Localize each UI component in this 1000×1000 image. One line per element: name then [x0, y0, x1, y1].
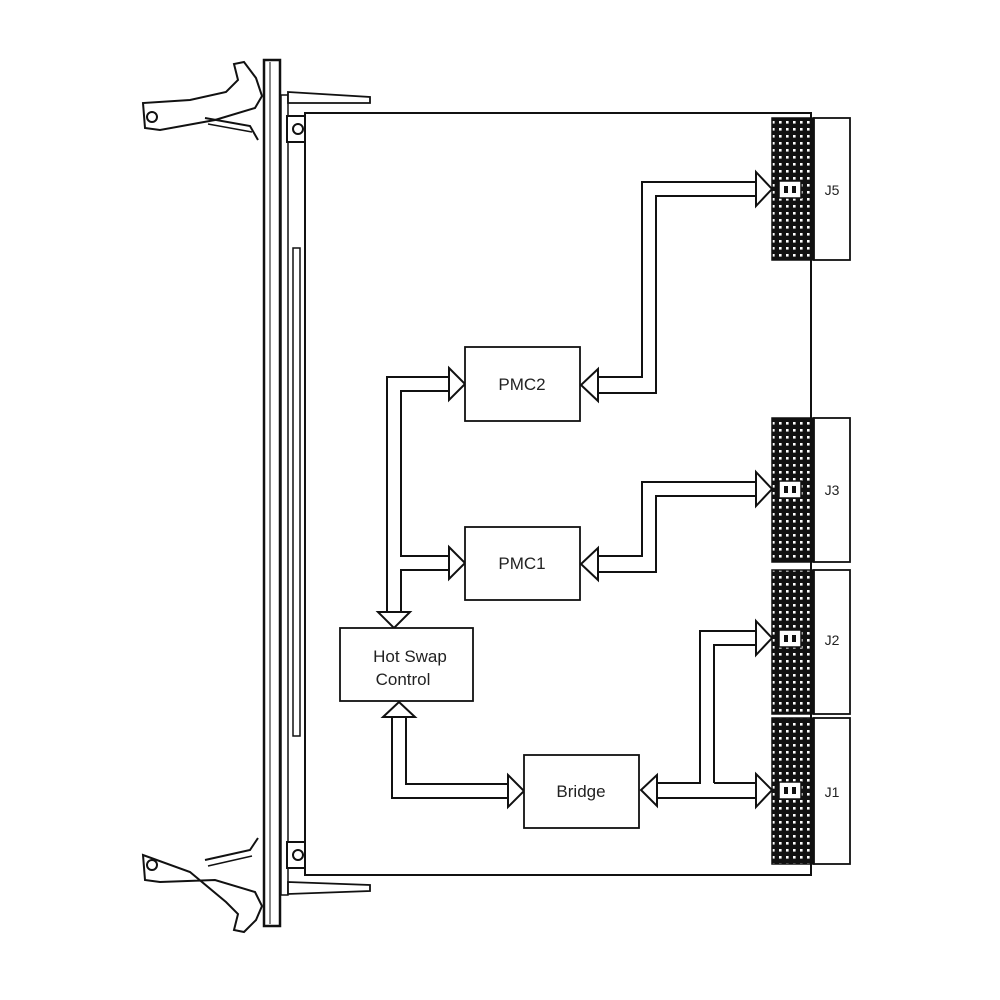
bus-arrows [375, 169, 774, 810]
bus-hotswap-bridge [380, 700, 526, 810]
hot-swap-label-line1: Hot Swap [373, 647, 447, 666]
j1-label: J1 [825, 784, 840, 800]
arrowhead-j5 [755, 169, 774, 209]
arrowhead-pmc2-left [448, 365, 467, 403]
pmc2-block[interactable]: PMC2 [464, 346, 581, 422]
arrowhead-bridge-right [639, 772, 658, 809]
connector-j3[interactable]: J3 [771, 417, 851, 563]
bridge-block[interactable]: Bridge [523, 754, 640, 829]
arrowhead-j1 [755, 771, 774, 810]
pcb-board [304, 112, 812, 876]
connector-j2[interactable]: J2 [771, 569, 851, 715]
top-ejector-handle[interactable] [141, 60, 371, 143]
j3-label: J3 [825, 482, 840, 498]
pmc1-block[interactable]: PMC1 [464, 526, 581, 601]
arrowhead-j2 [755, 618, 774, 658]
bus-j5-pmc2 [579, 169, 774, 404]
arrowhead-j3 [755, 469, 774, 509]
arrowhead-bridge-left [507, 772, 526, 810]
bus-bridge-j1-j2 [639, 618, 774, 810]
connector-j1[interactable]: J1 [771, 717, 851, 865]
bottom-ejector-handle[interactable] [141, 837, 371, 934]
bridge-label: Bridge [556, 782, 605, 801]
arrowhead-hotswap-top [375, 611, 413, 630]
arrowhead-pmc2-right [579, 366, 599, 404]
bus-j3-pmc1 [579, 469, 774, 583]
connector-j5[interactable]: J5 [771, 117, 851, 261]
j5-label: J5 [825, 182, 840, 198]
hot-swap-label-line2: Control [376, 670, 431, 689]
arrowhead-hotswap-bottom [380, 700, 418, 718]
arrowhead-pmc1-right [579, 545, 599, 583]
hot-swap-control-block[interactable]: Hot Swap Control [339, 627, 474, 702]
bus-hotswap-pmcs [375, 365, 467, 630]
j2-label: J2 [825, 632, 840, 648]
pmc1-label: PMC1 [498, 554, 545, 573]
pmc2-label: PMC2 [498, 375, 545, 394]
arrowhead-pmc1-left [448, 544, 467, 582]
